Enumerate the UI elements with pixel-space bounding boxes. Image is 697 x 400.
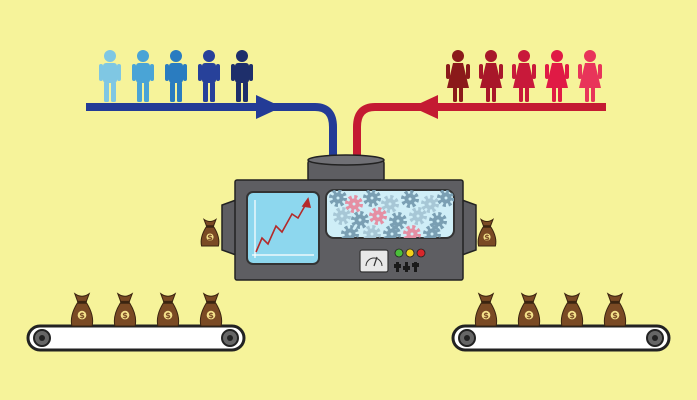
men-arrow: [86, 95, 337, 168]
female-figure-icon: [479, 50, 503, 102]
dollar-sign: $: [569, 311, 575, 320]
chart-screen: [246, 191, 320, 265]
dollar-sign: $: [165, 311, 171, 320]
money-bag-icon: $: [199, 292, 223, 327]
dollar-sign: $: [612, 311, 618, 320]
female-figure-icon: [446, 50, 470, 102]
dollar-sign: $: [484, 233, 490, 242]
control-knobs: [394, 262, 419, 272]
indicator-light: [405, 248, 415, 258]
right-conveyor-belt: [451, 324, 671, 352]
men-group: [99, 50, 253, 102]
male-figure-icon: [132, 50, 154, 102]
money-bag-icon: $: [603, 292, 627, 327]
dollar-sign: $: [483, 311, 489, 320]
right-chute: [461, 198, 477, 257]
money-bag-icon: $: [477, 218, 497, 247]
dollar-sign: $: [207, 233, 213, 242]
indicator-light: [416, 248, 426, 258]
male-figure-icon: [198, 50, 220, 102]
money-bag-icon: $: [560, 292, 584, 327]
gauge-icon: [359, 249, 389, 273]
male-figure-icon: [99, 50, 121, 102]
left-conveyor-belt: [26, 324, 246, 352]
dollar-sign: $: [208, 311, 214, 320]
money-bags: $ $ $ $ $ $ $ $ $ $: [70, 218, 627, 327]
money-bag-icon: $: [200, 218, 220, 247]
male-figure-icon: [165, 50, 187, 102]
trend-chart-icon: [252, 197, 314, 258]
left-chute: [221, 198, 237, 257]
dollar-sign: $: [122, 311, 128, 320]
money-bag-icon: $: [113, 292, 137, 327]
money-bag-icon: $: [474, 292, 498, 327]
machine: [221, 154, 477, 281]
money-bag-icon: $: [156, 292, 180, 327]
dollar-sign: $: [526, 311, 532, 320]
female-figure-icon: [512, 50, 536, 102]
dollar-sign: $: [79, 311, 85, 320]
women-group: [446, 50, 602, 102]
women-arrow: [353, 95, 606, 168]
indicator-light: [394, 248, 404, 258]
money-bag-icon: $: [70, 292, 94, 327]
female-figure-icon: [578, 50, 602, 102]
male-figure-icon: [231, 50, 253, 102]
female-figure-icon: [545, 50, 569, 102]
money-bag-icon: $: [517, 292, 541, 327]
indicator-lights: [394, 248, 426, 258]
